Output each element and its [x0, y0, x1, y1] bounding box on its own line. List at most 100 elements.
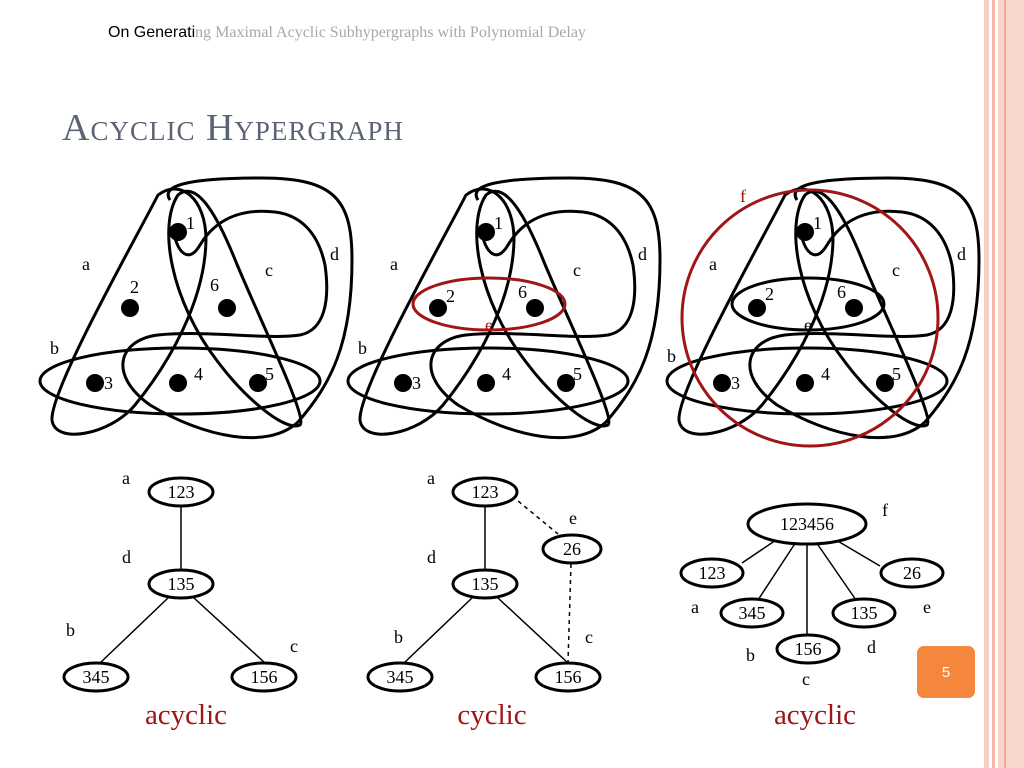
- slide-title: Acyclic Hypergraph: [62, 107, 404, 149]
- tree-node-label: 26: [563, 539, 581, 559]
- vertex-label: 4: [821, 364, 830, 384]
- hyperedge-e: [411, 276, 567, 332]
- page-number-badge: 5: [917, 646, 975, 698]
- vertex-dot: [526, 299, 544, 317]
- tree-edge-label-c: c: [802, 669, 810, 689]
- tree-node: [679, 557, 745, 589]
- decorative-stripe: [1004, 0, 1006, 768]
- hyperedge-c: [475, 189, 611, 428]
- tree-edge: [741, 539, 777, 564]
- vertex-label: 3: [731, 373, 740, 393]
- vertex-dot: [86, 374, 104, 392]
- presentation-title-light: ng Maximal Acyclic Subhypergraphs with P…: [195, 24, 586, 41]
- vertex-dot: [876, 374, 894, 392]
- tree-edge-label-f: f: [882, 500, 888, 520]
- hypergraph-2-vertices: 1 2 6 3 4 5: [394, 213, 582, 393]
- vertex-label: 6: [518, 282, 527, 302]
- tree-edge-label-d: d: [427, 547, 436, 567]
- tree-node: [541, 533, 603, 565]
- vertex-dot: [845, 299, 863, 317]
- tree-node-label: 156: [795, 639, 822, 659]
- edge-label-f: f: [740, 186, 746, 206]
- vertex-dot: [713, 374, 731, 392]
- edge-label-a: a: [82, 254, 90, 274]
- hyperedge-b: [665, 346, 949, 416]
- vertex-label: 1: [186, 213, 195, 233]
- tree-edge-label-c: c: [290, 636, 298, 656]
- vertex-label: 1: [494, 213, 503, 233]
- vertex-label: 4: [502, 364, 511, 384]
- tree-edge-label-b: b: [394, 627, 403, 647]
- hypergraph-1: [38, 176, 354, 440]
- hyperedge-a: [677, 187, 835, 436]
- presentation-title-dark: On Generati: [108, 24, 196, 41]
- hyperedge-e: [730, 276, 886, 332]
- tree-edge: [497, 597, 569, 664]
- tree-node-label: 123: [472, 482, 499, 502]
- tree-node-label: 345: [83, 667, 110, 687]
- hypergraph-3-edge-labels: a b c d e f: [667, 186, 966, 366]
- edge-label-a: a: [390, 254, 398, 274]
- tree-node-label: 156: [251, 667, 278, 687]
- vertex-label: 2: [130, 277, 139, 297]
- hyperedge-d: [429, 176, 662, 440]
- tree-node-label: 156: [555, 667, 582, 687]
- tree-node-label: 345: [387, 667, 414, 687]
- vertex-dot: [557, 374, 575, 392]
- tree-node: [62, 661, 130, 693]
- tree-node: [147, 476, 215, 508]
- vertex-dot: [218, 299, 236, 317]
- tree-edge: [757, 541, 797, 601]
- verdict-label: acyclic: [774, 699, 856, 731]
- tree-node-label: 135: [472, 574, 499, 594]
- tree-edge-label-c: c: [585, 627, 593, 647]
- decorative-stripe: [998, 0, 1024, 768]
- tree-node: [534, 661, 602, 693]
- vertex-dot: [748, 299, 766, 317]
- vertex-dot: [169, 374, 187, 392]
- tree-edge: [835, 539, 881, 567]
- edge-label-a: a: [709, 254, 717, 274]
- hyperedge-b: [346, 346, 630, 416]
- edge-label-b: b: [358, 338, 367, 358]
- hyperedge-a: [358, 187, 516, 436]
- join-tree-1: 123 135 345 156 a d b c acyclic: [62, 468, 298, 731]
- hyperedge-a: [50, 187, 208, 436]
- join-tree-3: 123456 123 26 345 135 156 f a e b d c ac…: [679, 500, 945, 731]
- vertex-label: 5: [892, 364, 901, 384]
- join-tree-2: 123 26 135 345 156 a e d b c cyclic: [366, 468, 603, 731]
- hyperedge-c: [167, 189, 303, 428]
- edge-label-d: d: [330, 244, 339, 264]
- tree-node-label: 26: [903, 563, 921, 583]
- vertex-label: 3: [104, 373, 113, 393]
- tree-node: [879, 557, 945, 589]
- tree-edge-label-a: a: [122, 468, 130, 488]
- vertex-label: 5: [573, 364, 582, 384]
- diagram-canvas: 1 2 6 3 4 5 a b c d 1 2 6 3 4 5 a b: [38, 176, 981, 731]
- vertex-dot: [477, 223, 495, 241]
- presentation-title: On Generating Maximal Acyclic Subhypergr…: [108, 24, 586, 42]
- tree-edge-label-b: b: [746, 645, 755, 665]
- tree-node-label: 135: [168, 574, 195, 594]
- hyperedge-d: [748, 176, 981, 440]
- hypergraph-2: 1 2 6 3 4 5 a b c d e: [346, 176, 662, 440]
- tree-node-label: 123456: [780, 514, 834, 534]
- vertex-dot: [249, 374, 267, 392]
- tree-edge-label-a: a: [427, 468, 435, 488]
- tree-node: [230, 661, 298, 693]
- tree-node-label: 123: [168, 482, 195, 502]
- tree-edge-label-b: b: [66, 620, 75, 640]
- tree-node: [746, 502, 868, 546]
- vertex-dot: [169, 223, 187, 241]
- edge-label-b: b: [50, 338, 59, 358]
- edge-label-e: e: [485, 315, 493, 335]
- tree-node: [451, 476, 519, 508]
- vertex-dot: [477, 374, 495, 392]
- verdict-label: acyclic: [145, 699, 227, 731]
- hypergraph-1-edge-labels: a b c d: [50, 244, 339, 358]
- vertex-label: 2: [765, 284, 774, 304]
- vertex-label: 6: [210, 275, 219, 295]
- hypergraph-3: 1 2 6 3 4 5 a b c d e f: [665, 176, 981, 448]
- tree-node-label: 123: [699, 563, 726, 583]
- tree-edge-label-a: a: [691, 597, 699, 617]
